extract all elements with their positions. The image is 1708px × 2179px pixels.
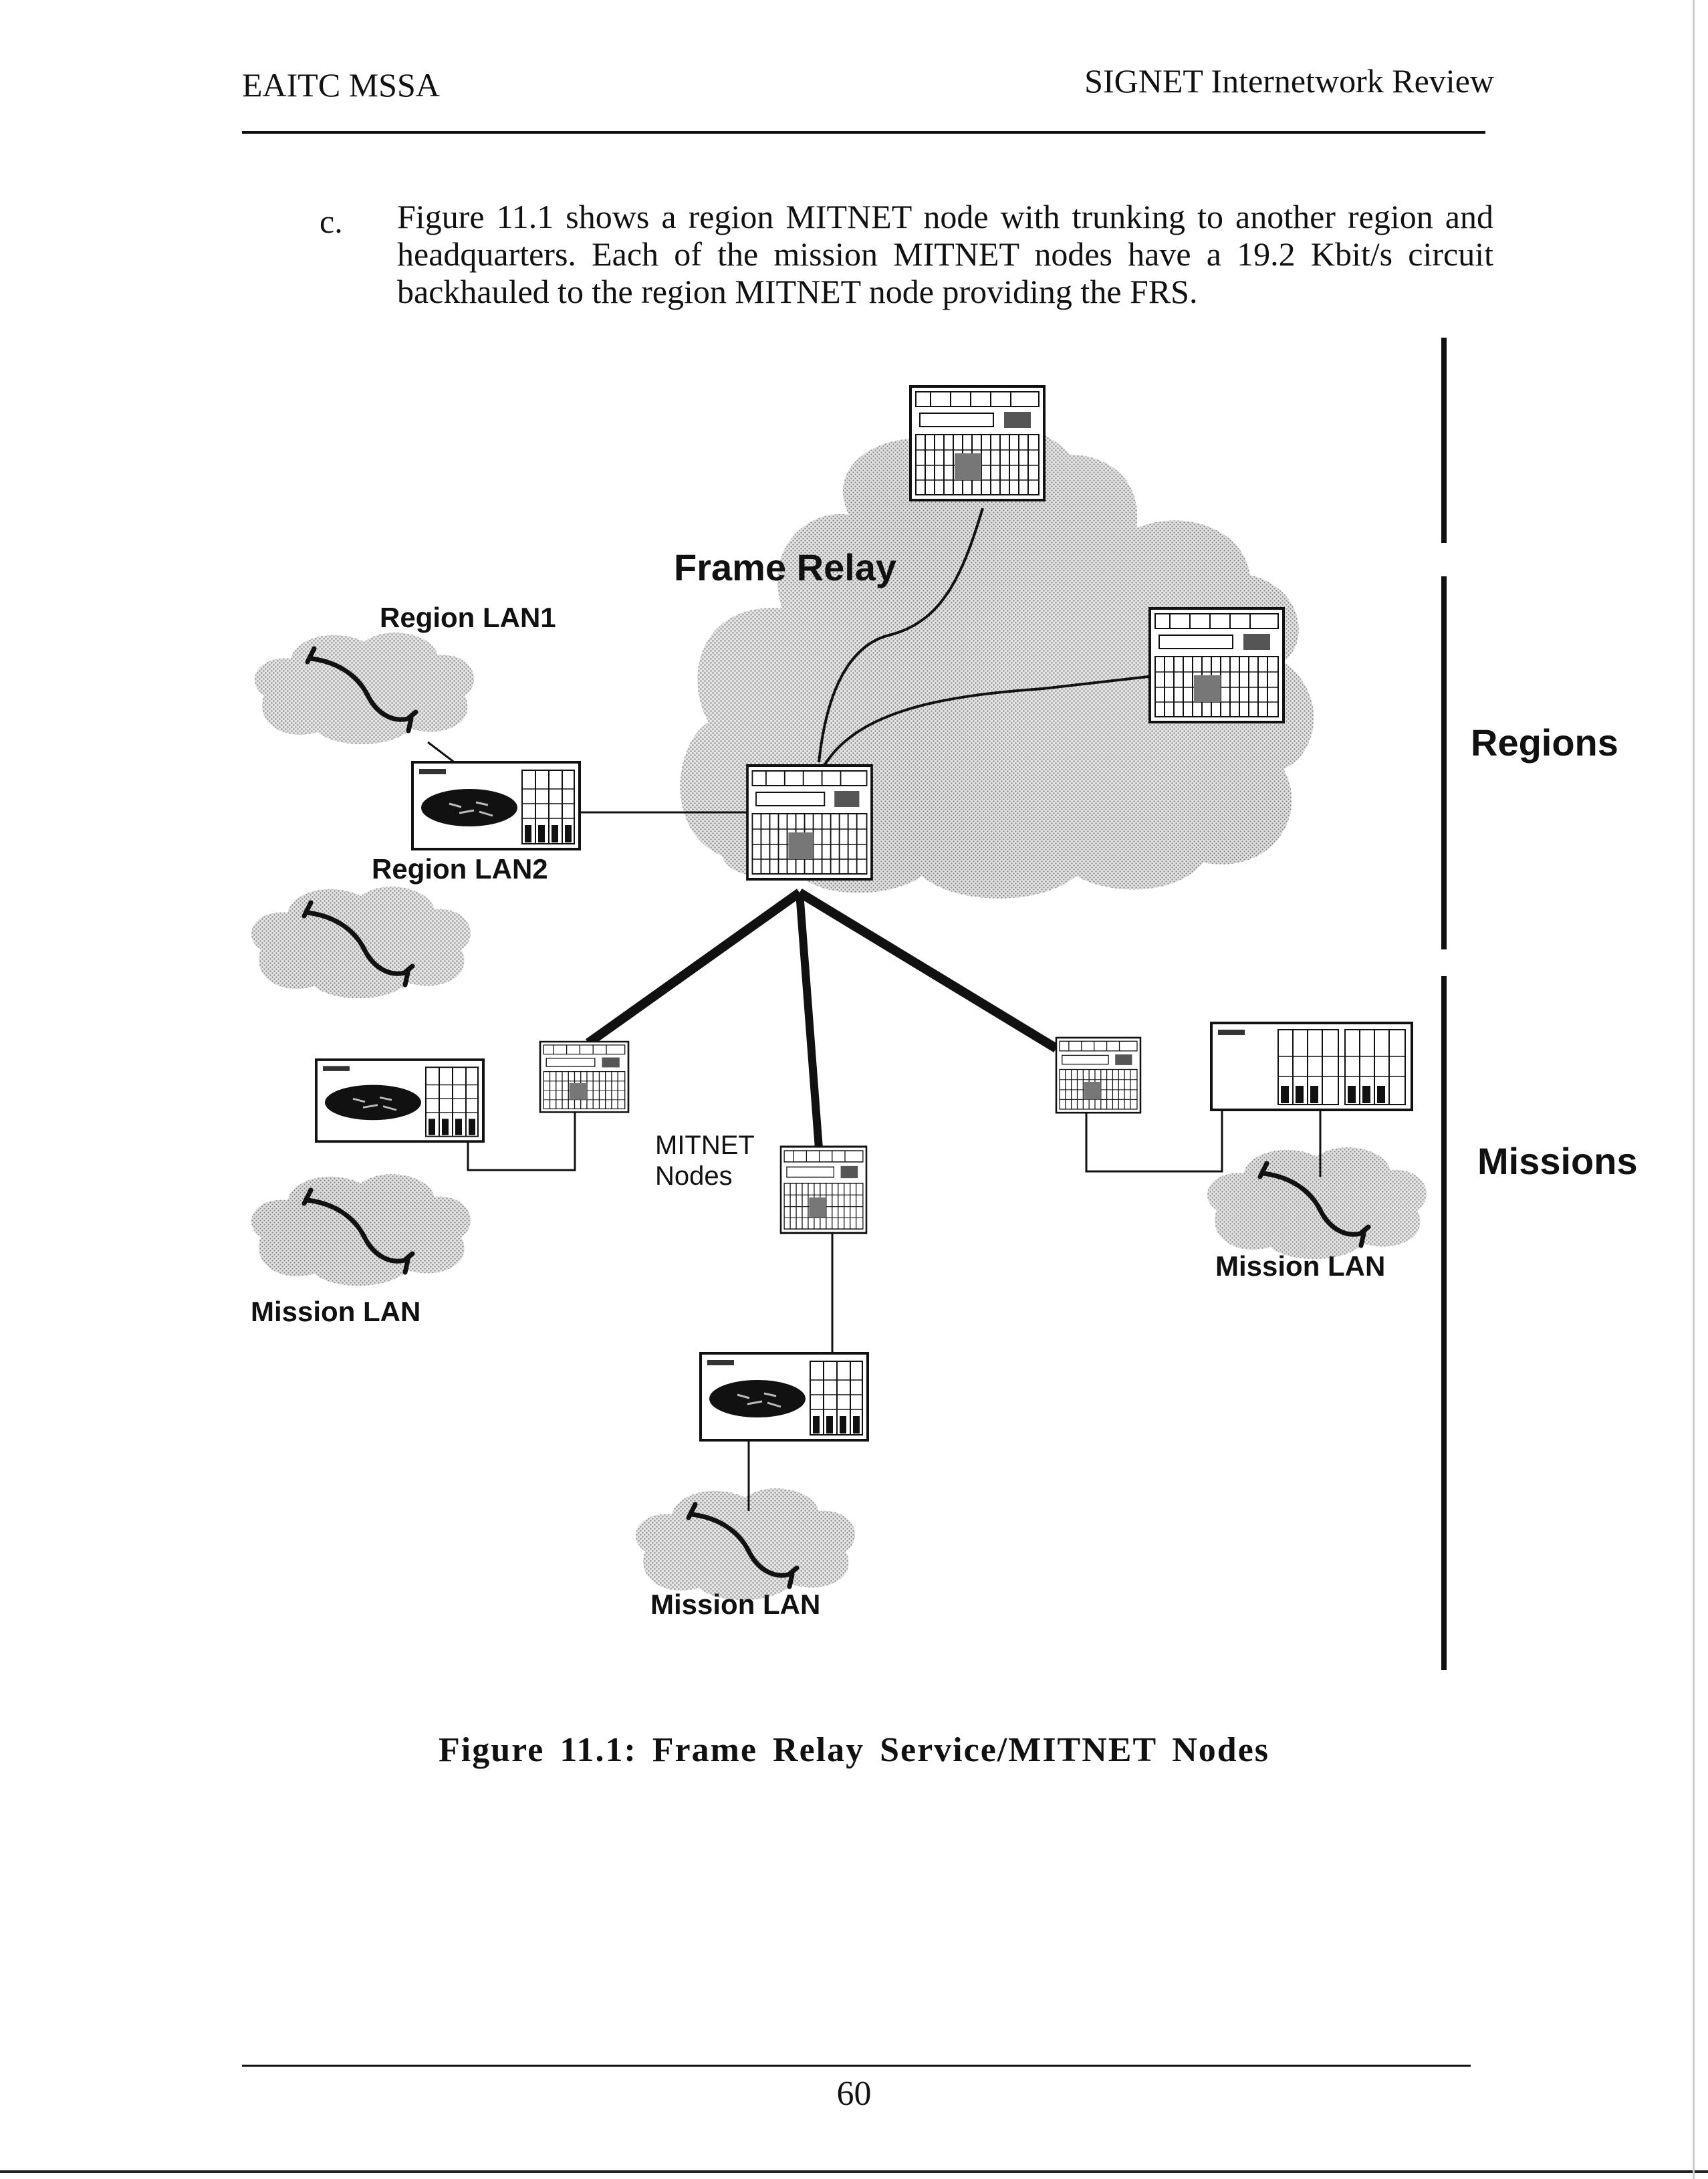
trunk-to-left-mission <box>585 889 803 1047</box>
header-left-title: EAITC MSSA <box>242 66 440 104</box>
mitnet-nodes-label-line1: MITNET <box>655 1131 755 1160</box>
link-right-mission <box>1085 1084 1223 1173</box>
mission-lan-right-label: Mission LAN <box>1215 1250 1385 1282</box>
link-left-mission <box>467 1111 576 1171</box>
mission-lan-bottom-label: Mission LAN <box>650 1589 820 1620</box>
mission-lan-left-label: Mission LAN <box>251 1296 420 1327</box>
region-router-icon <box>411 761 581 850</box>
right-mission-lan-cloud <box>1207 1147 1427 1259</box>
region-lan1-cloud <box>255 633 474 744</box>
left-mission-node-icon <box>539 1040 630 1113</box>
page-bottom-edge <box>0 2170 1708 2173</box>
region-lan1-label: Region LAN1 <box>380 602 556 633</box>
side-label-missions: Missions <box>1477 1140 1638 1182</box>
footer-divider <box>242 2065 1471 2067</box>
mitnet-nodes-label-line2: Nodes <box>655 1161 733 1191</box>
trunk-to-top-node <box>818 507 984 763</box>
page-right-edge <box>1693 0 1695 2179</box>
left-mission-lan-cloud <box>251 1174 471 1286</box>
trunk-to-right-node <box>821 674 1162 770</box>
header-right-title: SIGNET Internetwork Review <box>1084 62 1494 100</box>
frame-relay-label: Frame Relay <box>674 546 896 588</box>
paragraph-text: Figure 11.1 shows a region MITNET node w… <box>397 198 1493 310</box>
paragraph-marker: c. <box>320 203 343 240</box>
trunk-to-right-mission <box>797 889 1059 1052</box>
region-lan2-cloud <box>251 887 471 998</box>
center-mission-node-icon <box>779 1145 868 1234</box>
left-mission-router-icon <box>315 1058 485 1143</box>
trunk-to-center-mission <box>796 892 823 1149</box>
header-divider <box>242 131 1485 134</box>
right-mission-hub-icon <box>1210 1022 1413 1111</box>
region-lan2-label: Region LAN2 <box>372 853 548 885</box>
top-region-node-icon <box>909 385 1046 501</box>
right-region-node-icon <box>1148 607 1285 723</box>
page-number: 60 <box>836 2075 872 2113</box>
hub-mitnet-node-icon <box>746 764 873 881</box>
center-mission-lan-cloud <box>636 1488 855 1600</box>
center-mission-router-icon <box>699 1352 869 1442</box>
side-label-regions: Regions <box>1471 721 1618 764</box>
right-mission-node-icon <box>1055 1036 1142 1114</box>
figure-caption: Figure 11.1: Frame Relay Service/MITNET … <box>438 1731 1270 1769</box>
